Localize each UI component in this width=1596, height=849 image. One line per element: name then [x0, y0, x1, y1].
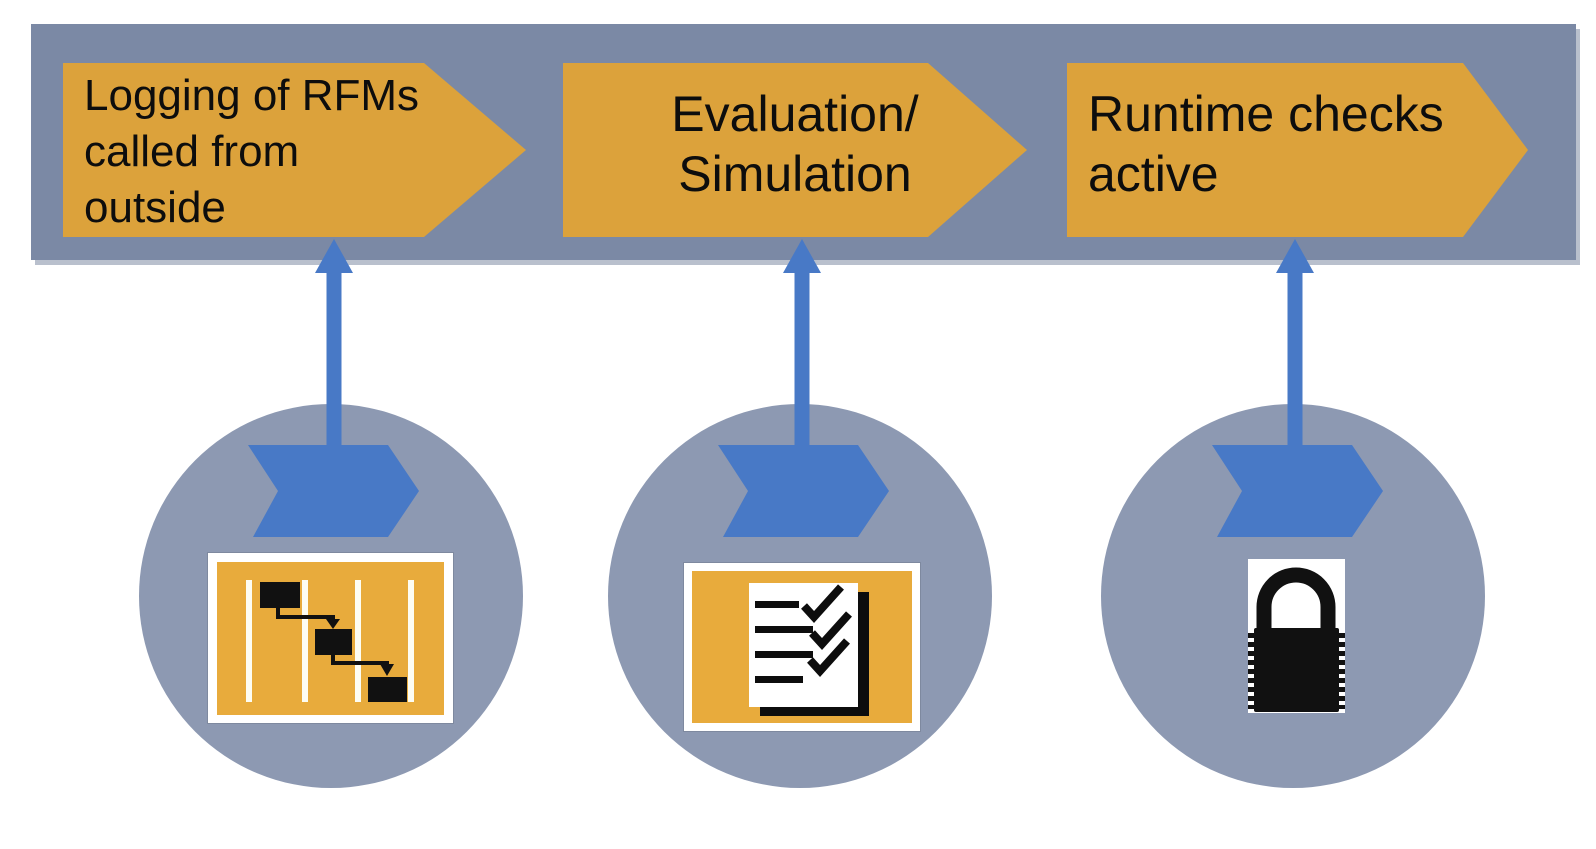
flowchart-icon	[208, 553, 453, 723]
up-arrow-icon	[1276, 239, 1314, 448]
chevron-right-icon	[718, 445, 889, 537]
chevron-right-icon	[248, 445, 419, 537]
arrow-label-logging: Logging of RFMs called from outside	[84, 68, 419, 236]
process-arrow-runtime	[1067, 63, 1528, 237]
label-line: Simulation	[678, 146, 912, 202]
padlock-icon	[1248, 559, 1345, 713]
up-arrow-icon	[315, 239, 353, 448]
label-line: active	[1088, 146, 1219, 202]
label-line: Evaluation/	[671, 86, 919, 142]
arrow-label-runtime: Runtime checks active	[1088, 84, 1444, 204]
label-line: outside	[84, 183, 226, 232]
checklist-icon	[684, 563, 920, 731]
label-line: called from	[84, 127, 300, 176]
arrow-label-evaluation: Evaluation/ Simulation	[563, 84, 1027, 204]
process-arrow-logging	[63, 63, 526, 237]
label-line: Runtime checks	[1088, 86, 1444, 142]
label-line: Logging of RFMs	[84, 71, 420, 120]
up-arrow-icon	[783, 239, 821, 448]
chevron-right-icon	[1212, 445, 1383, 537]
process-arrow-evaluation	[563, 63, 1027, 237]
